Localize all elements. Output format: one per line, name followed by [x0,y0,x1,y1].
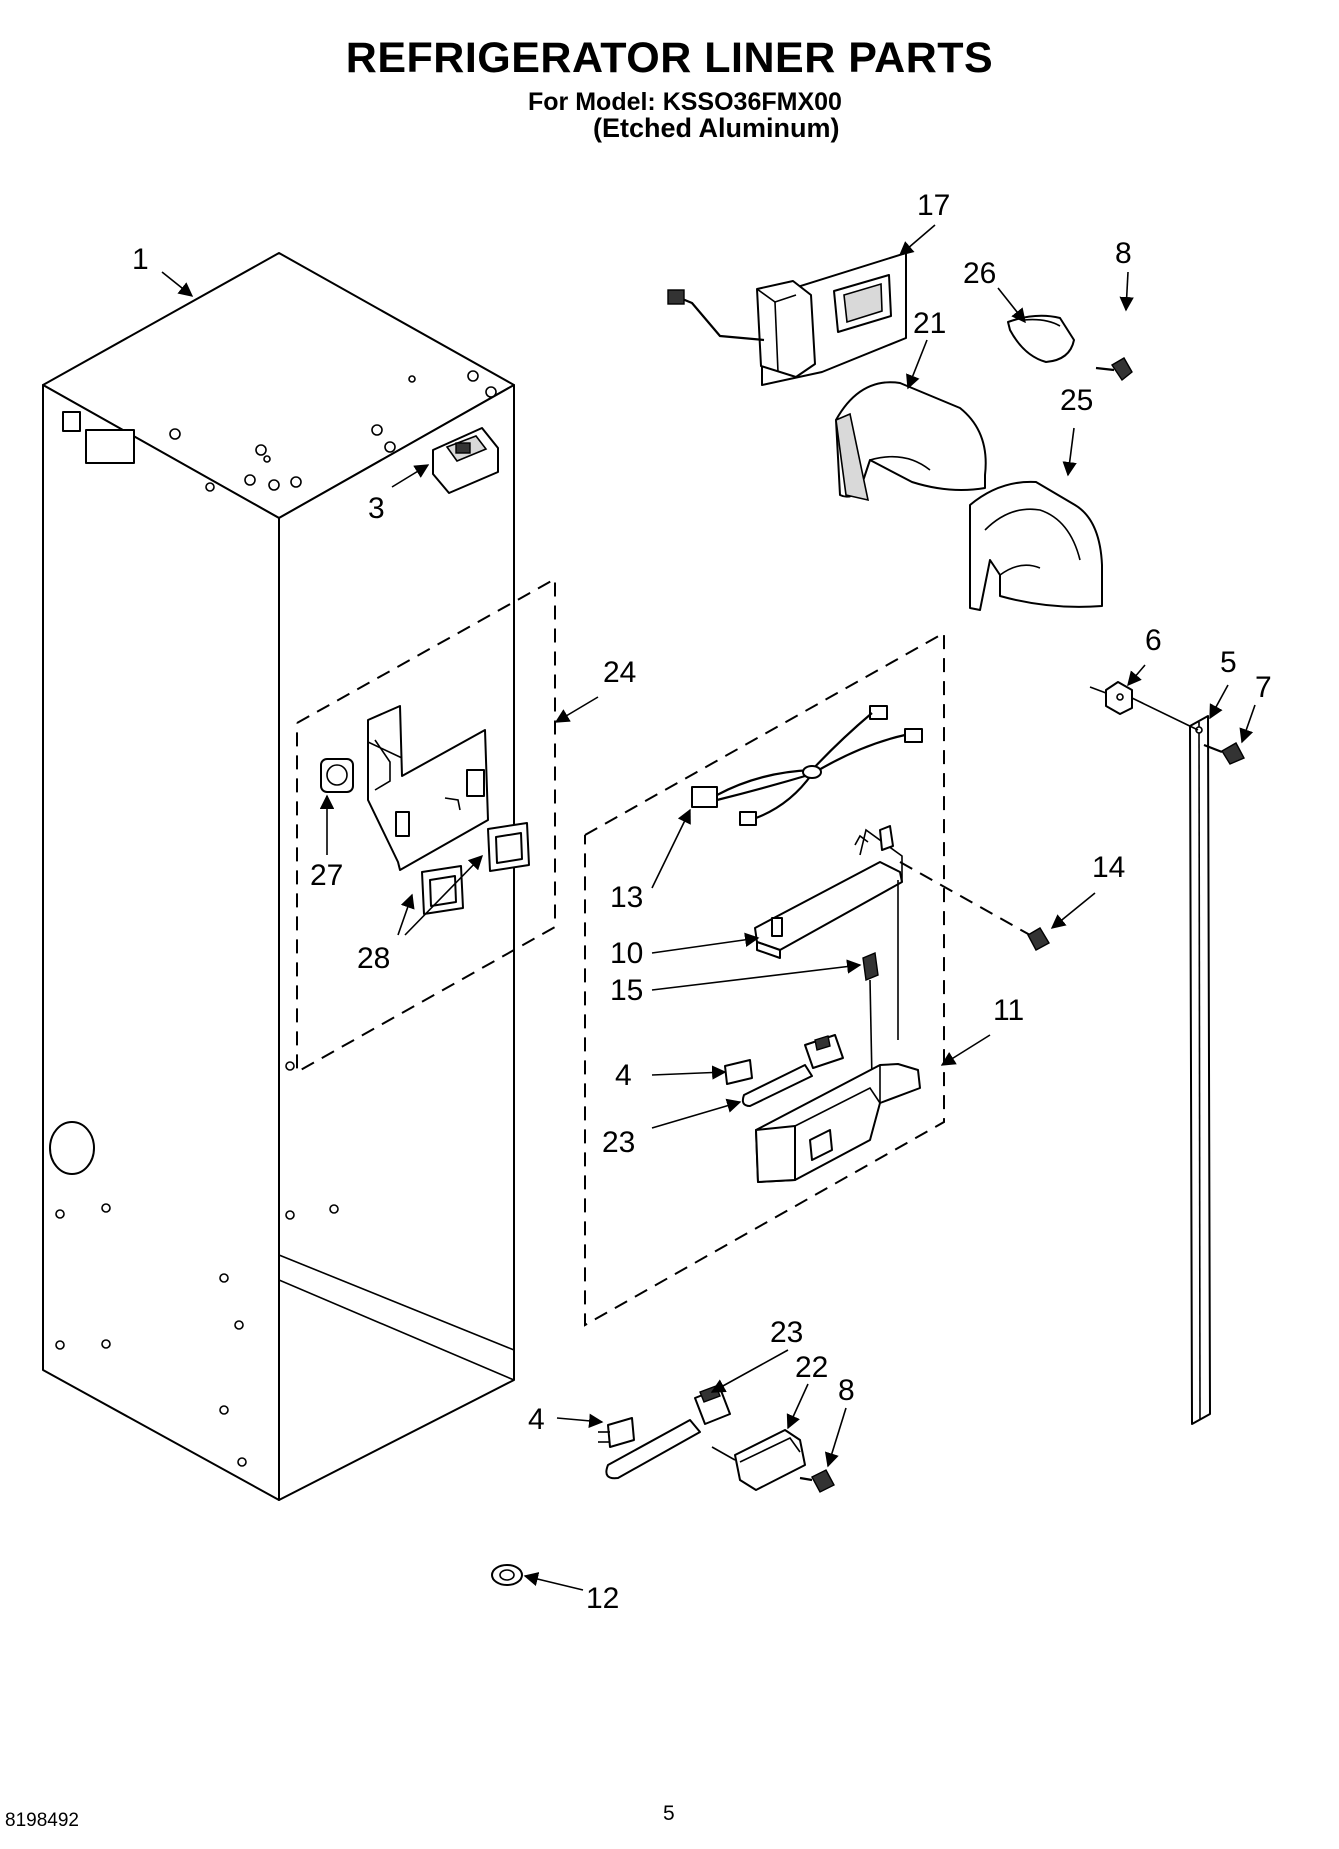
callout-23-lower: 23 [770,1316,803,1349]
page-number: 5 [663,1802,675,1825]
control-housing-group [296,577,556,1074]
callout-10: 10 [610,937,643,970]
page-title: REFRIGERATOR LINER PARTS [345,34,994,82]
callout-24: 24 [603,656,636,689]
callout-22: 22 [795,1351,828,1384]
callout-8-top: 8 [1115,237,1132,270]
callout-labels: 1 17 26 8 21 25 3 24 27 28 6 5 7 14 13 1… [132,189,1272,1615]
callout-8-lower: 8 [838,1374,855,1407]
callout-3: 3 [368,492,385,525]
callout-5: 5 [1220,646,1237,679]
light-housing [667,252,907,386]
callout-14: 14 [1092,851,1125,884]
callout-17: 17 [917,189,950,222]
wiring-group [584,631,1050,1327]
callout-26: 26 [963,257,996,290]
callout-21: 21 [913,307,946,340]
model-number: For Model: KSSO36FMX00 [528,88,842,116]
clip-part-26 [1007,314,1133,382]
rail-part-5 [1089,681,1245,1425]
callout-12: 12 [586,1582,619,1615]
grommet-part-12 [491,1564,523,1586]
callout-6: 6 [1145,624,1162,657]
lower-sensor-parts [598,1385,835,1493]
callout-23-upper: 23 [602,1126,635,1159]
callout-25: 25 [1060,384,1093,417]
callout-7: 7 [1255,671,1272,704]
leader-lines [161,224,1256,1591]
liner-cabinet [42,252,515,1501]
finish-label: (Etched Aluminum) [593,113,840,143]
callout-28: 28 [357,942,390,975]
callout-1: 1 [132,243,149,276]
callout-15: 15 [610,974,643,1007]
callout-13: 13 [610,881,643,914]
document-number: 8198492 [5,1810,79,1831]
callout-11: 11 [993,994,1024,1027]
air-handler-cover-part-25 [969,480,1103,611]
callout-4-lower: 4 [528,1403,545,1436]
callout-4-upper: 4 [615,1059,632,1092]
air-handler-part-21 [835,381,987,502]
callout-27: 27 [310,859,343,892]
